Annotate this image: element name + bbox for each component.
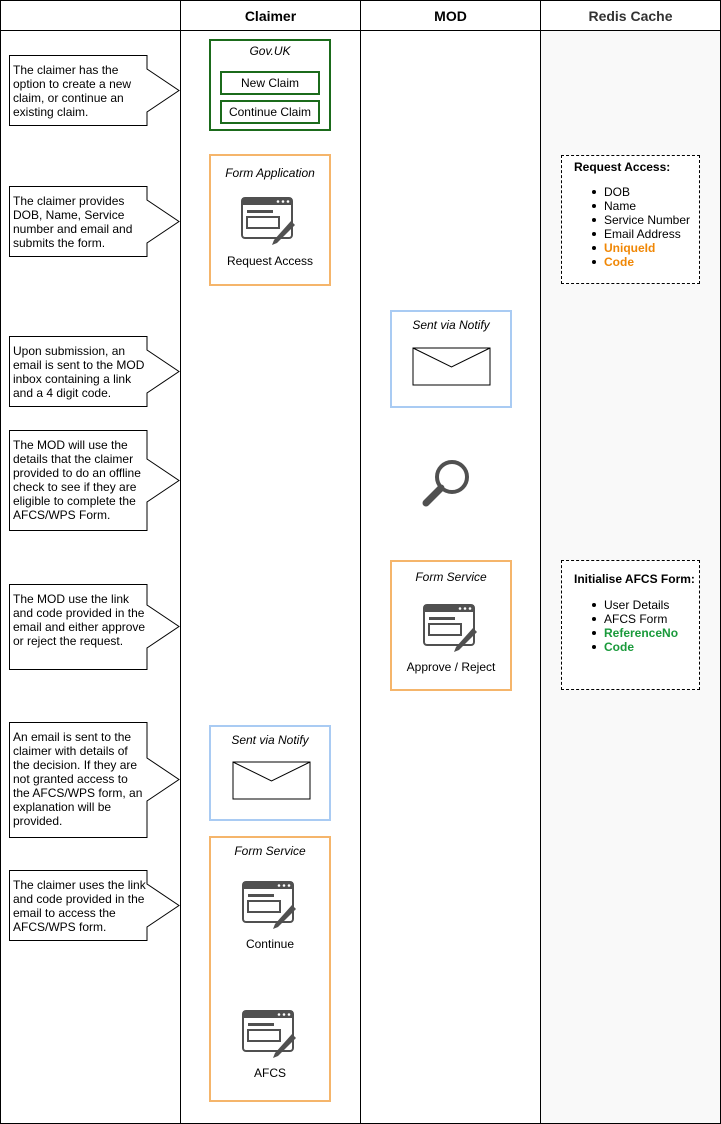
cache-request-title: Request Access: [574, 160, 671, 174]
header-redis-cache: Redis Cache [540, 0, 721, 31]
note-text: The MOD use the link and code provided i… [13, 592, 146, 648]
note-2: The claimer provides DOB, Name, Service … [9, 186, 181, 257]
cache-item-highlight: Code [591, 640, 678, 654]
request-access-label: Request Access [226, 254, 314, 268]
note-1: The claimer has the option to create a n… [9, 55, 181, 126]
form-edit-icon [242, 881, 296, 929]
claimer-notify-title: Sent via Notify [231, 733, 309, 747]
cache-item: AFCS Form [591, 612, 678, 626]
cache-request-list: DOB Name Service Number Email Address Un… [591, 185, 691, 269]
magnifier-icon [422, 460, 469, 507]
cache-item: User Details [591, 598, 678, 612]
cache-item-highlight: ReferenceNo [591, 626, 679, 640]
mod-notify-box: Sent via Notify [390, 310, 512, 408]
note-arrow-shape [9, 722, 180, 838]
note-arrow-shape [9, 55, 180, 126]
cache-item: Email Address [591, 227, 690, 241]
cache-item-highlight: Code [591, 255, 690, 269]
approve-reject-label[interactable]: Approve / Reject [406, 660, 496, 674]
cache-request-access: Request Access: DOB Name Service Number … [561, 155, 700, 284]
note-arrow-shape [9, 430, 180, 531]
form-application-box: Form Application Request Access [209, 154, 331, 286]
envelope-icon [232, 761, 311, 800]
form-edit-icon [242, 1010, 296, 1058]
new-claim-button[interactable]: New Claim [220, 71, 320, 95]
note-3: Upon submission, an email is sent to the… [9, 336, 181, 407]
note-text: An email is sent to the claimer with det… [13, 730, 143, 828]
note-text: The claimer has the option to create a n… [13, 63, 132, 119]
note-text: The MOD will use the details that the cl… [13, 438, 141, 522]
header-mod: MOD [360, 0, 541, 31]
continue-claim-button[interactable]: Continue Claim [220, 100, 320, 124]
note-text: The claimer provides DOB, Name, Service … [13, 194, 133, 250]
mod-notify-title: Sent via Notify [412, 318, 490, 332]
cache-afcs-title: Initialise AFCS Form: [574, 572, 695, 586]
note-text: The claimer uses the link and code provi… [13, 878, 146, 934]
header-claimer: Claimer [180, 0, 361, 31]
form-edit-icon [423, 604, 477, 652]
continue-label[interactable]: Continue [245, 937, 295, 951]
cache-item: Service Number [591, 213, 691, 227]
claimer-form-service-box: Form Service Continue AFCS [209, 836, 331, 1102]
note-arrow-shape [9, 336, 180, 407]
claimer-form-service-title: Form Service [234, 844, 306, 858]
header-empty [0, 0, 181, 31]
note-arrow-shape [9, 870, 180, 941]
note-5: The MOD use the link and code provided i… [9, 584, 181, 670]
cache-afcs-list: User Details AFCS Form ReferenceNo Code [591, 598, 679, 654]
note-arrow-shape [9, 186, 180, 257]
envelope-icon [412, 347, 491, 386]
mod-form-service-title: Form Service [415, 570, 487, 584]
form-edit-icon [241, 197, 295, 245]
cache-initialise-afcs: Initialise AFCS Form: User Details AFCS … [561, 560, 700, 690]
govuk-box: Gov.UK New Claim Continue Claim [209, 39, 331, 131]
cache-item: DOB [591, 185, 690, 199]
form-application-title: Form Application [225, 166, 315, 180]
afcs-label[interactable]: AFCS [253, 1066, 286, 1080]
note-4: The MOD will use the details that the cl… [9, 430, 181, 531]
govuk-title: Gov.UK [249, 44, 291, 58]
note-7: The claimer uses the link and code provi… [9, 870, 181, 941]
note-arrow-shape [9, 584, 180, 670]
mod-form-service-box: Form Service Approve / Reject [390, 560, 512, 691]
note-text: Upon submission, an email is sent to the… [13, 344, 145, 400]
cache-item: Name [591, 199, 690, 213]
cache-item-highlight: UniqueId [591, 241, 690, 255]
note-6: An email is sent to the claimer with det… [9, 722, 181, 838]
claimer-notify-box: Sent via Notify [209, 725, 331, 821]
